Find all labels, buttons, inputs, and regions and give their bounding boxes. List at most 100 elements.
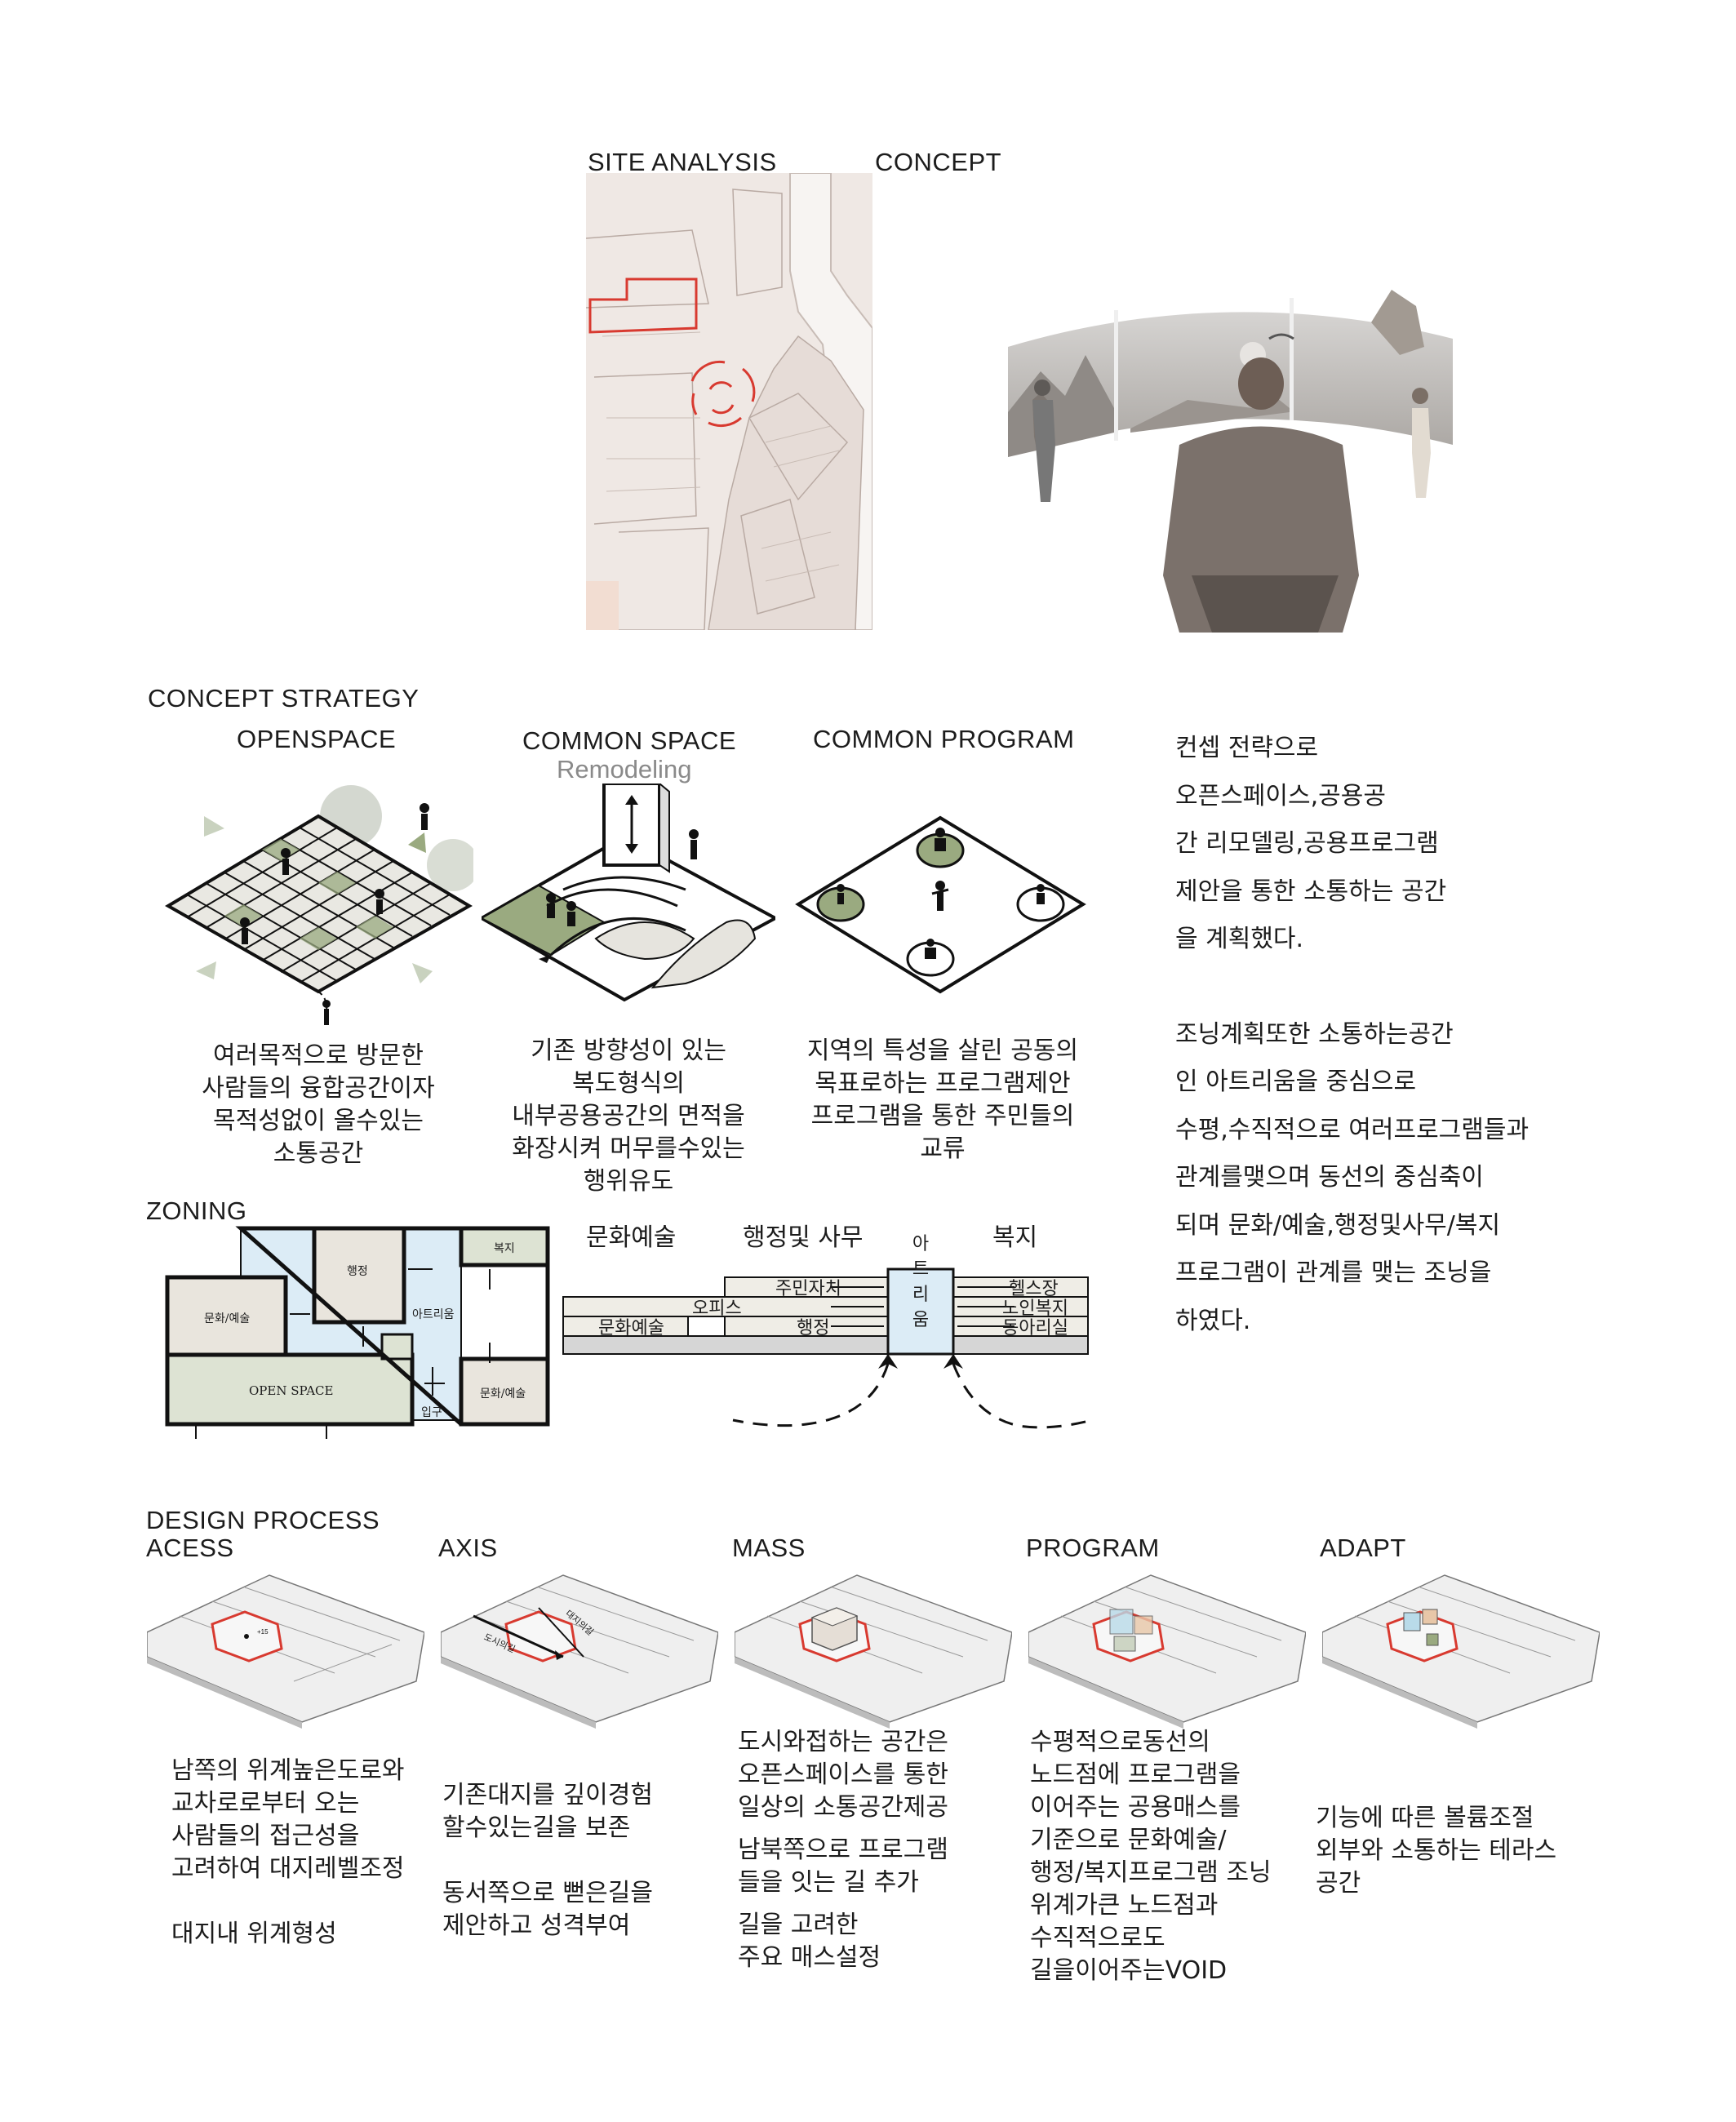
mass-text: 도시와접하는 공간은 오픈스페이스를 통한 일상의 소통공간제공 남북쪽으로 프… bbox=[738, 1726, 948, 1974]
text-line: 고려하여 대지레벨조정 bbox=[171, 1854, 405, 1883]
caption-line: 내부공용공간의 면적을 bbox=[512, 1102, 745, 1130]
caption-line: 프로그램을 통한 주민들의 bbox=[810, 1102, 1075, 1130]
text-line: 대지내 위계형성 bbox=[171, 1920, 337, 1948]
axis-diagram: 도시의길 대지의길 bbox=[441, 1559, 718, 1730]
site-analysis-map bbox=[586, 173, 872, 630]
section-atrium-label: 아 트 리 움 bbox=[911, 1232, 930, 1333]
paragraph-line: 오픈스페이스,공용공 bbox=[1175, 781, 1386, 810]
text-line bbox=[442, 1845, 653, 1877]
text-line: 남북쪽으로 프로그램 bbox=[738, 1836, 948, 1864]
paragraph-line: 프로그램이 관계를 맺는 조닝을 bbox=[1175, 1259, 1492, 1287]
caption-line: 복도형식의 bbox=[572, 1069, 685, 1098]
zone-entrance: 입구 bbox=[421, 1406, 442, 1419]
text-line: 공간 bbox=[1316, 1869, 1361, 1898]
openspace-title: OPENSPACE bbox=[237, 725, 397, 753]
step-title-axis: AXIS bbox=[438, 1534, 498, 1562]
acess-text: 남쪽의 위계높은도로와 교차로로부터 오는 사람들의 접근성을 고려하여 대지레… bbox=[171, 1755, 405, 1951]
text-line: 제안하고 성격부여 bbox=[442, 1911, 631, 1940]
atrium-char: 아 bbox=[912, 1234, 930, 1254]
section-health: 헬스장 bbox=[1009, 1279, 1059, 1299]
text-line: 이어주는 공용매스를 bbox=[1030, 1793, 1241, 1822]
common-space-diagram bbox=[482, 784, 775, 1028]
text-line: 수평적으로동선의 bbox=[1030, 1728, 1210, 1756]
caption-line: 여러목적으로 방문한 bbox=[213, 1041, 424, 1070]
section-office: 오피스 bbox=[692, 1299, 742, 1319]
openspace-caption: 여러목적으로 방문한 사람들의 융합공간이자 목적성없이 올수있는 소통공간 bbox=[180, 1040, 457, 1170]
text-line: 일상의 소통공간제공 bbox=[738, 1793, 948, 1822]
adapt-text: 기능에 따른 볼륨조절 외부와 소통하는 테라스 공간 bbox=[1316, 1802, 1556, 1900]
text-line: 오픈스페이스를 통한 bbox=[738, 1760, 948, 1789]
text-line: 남쪽의 위계높은도로와 bbox=[171, 1756, 405, 1785]
zone-welfare: 복지 bbox=[494, 1242, 515, 1255]
strategy-description: 컨셉 전략으로 오픈스페이스,공용공 간 리모델링,공용프로그램 제안을 통한 … bbox=[1175, 725, 1529, 1345]
design-process-title: DESIGN PROCESS bbox=[146, 1506, 380, 1534]
text-line: 교차로로부터 오는 bbox=[171, 1789, 360, 1818]
text-line: 들을 잇는 길 추가 bbox=[738, 1868, 919, 1897]
site-analysis-title: SITE ANALYSIS bbox=[588, 148, 777, 176]
zoning-plan: 행정 복지 문화/예술 아트리움 OPEN SPACE 문화/예술 입구 bbox=[163, 1220, 551, 1439]
text-line: 길을이어주는VOID bbox=[1030, 1956, 1228, 1985]
paragraph-line: 제안을 통한 소통하는 공간 bbox=[1175, 877, 1447, 906]
svg-text:+15: +15 bbox=[257, 1628, 269, 1636]
atrium-char: 움 bbox=[912, 1310, 930, 1330]
paragraph-line: 컨셉 전략으로 bbox=[1175, 734, 1319, 762]
text-line: 동서쪽으로 뻗은길을 bbox=[442, 1879, 653, 1907]
common-program-diagram bbox=[792, 784, 1090, 1028]
acess-diagram: +15 bbox=[147, 1559, 424, 1730]
zone-culture-art-right: 문화/예술 bbox=[480, 1387, 526, 1401]
text-line: 수직적으로도 bbox=[1030, 1924, 1165, 1952]
text-line: 노드점에 프로그램을 bbox=[1030, 1760, 1241, 1789]
caption-line: 행위유도 bbox=[583, 1167, 674, 1196]
zone-admin: 행정 bbox=[347, 1265, 368, 1278]
adapt-diagram bbox=[1322, 1559, 1600, 1730]
step-title-program: PROGRAM bbox=[1026, 1534, 1160, 1562]
text-line: 길을 고려한 bbox=[738, 1911, 859, 1939]
common-program-caption: 지역의 특성을 살린 공동의 목표로하는 프로그램제안 프로그램을 통한 주민들… bbox=[784, 1035, 1102, 1165]
caption-line: 목표로하는 프로그램제안 bbox=[815, 1069, 1071, 1098]
section-col-culture: 문화예술 bbox=[586, 1223, 677, 1252]
section-elderly: 노인복지 bbox=[1002, 1299, 1068, 1319]
program-text: 수평적으로동선의 노드점에 프로그램을 이어주는 공용매스를 기준으로 문화예술… bbox=[1030, 1726, 1272, 1987]
text-line: 도시와접하는 공간은 bbox=[738, 1728, 948, 1756]
zone-open-space: OPEN SPACE bbox=[249, 1383, 334, 1398]
program-diagram bbox=[1028, 1559, 1306, 1730]
paragraph-line: 간 리모델링,공용프로그램 bbox=[1175, 829, 1439, 858]
section-admin: 행정 bbox=[797, 1318, 830, 1338]
caption-line: 지역의 특성을 살린 공동의 bbox=[806, 1037, 1079, 1065]
paragraph-line: 인 아트리움을 중심으로 bbox=[1175, 1068, 1417, 1096]
common-space-title: COMMON SPACE bbox=[522, 726, 737, 755]
common-space-subtitle: Remodeling bbox=[557, 755, 692, 784]
text-line: 사람들의 접근성을 bbox=[171, 1822, 360, 1850]
paragraph-line: 수평,수직적으로 여러프로그램들과 bbox=[1175, 1115, 1530, 1144]
caption-line: 소통공간 bbox=[273, 1139, 364, 1168]
zone-atrium: 아트리움 bbox=[412, 1308, 455, 1321]
caption-line: 교류 bbox=[920, 1134, 966, 1163]
paragraph-line: 되며 문화/예술,행정및사무/복지 bbox=[1175, 1210, 1501, 1240]
atrium-char: 리 bbox=[912, 1285, 930, 1305]
atrium-char: 트 bbox=[912, 1259, 930, 1280]
text-line: 주요 매스설정 bbox=[738, 1943, 881, 1972]
step-title-adapt: ADAPT bbox=[1320, 1534, 1406, 1562]
paragraph-line: 조닝계획또한 소통하는공간 bbox=[1175, 1019, 1454, 1049]
concept-title: CONCEPT bbox=[875, 148, 1002, 176]
section-resident: 주민자치 bbox=[775, 1279, 841, 1299]
caption-line: 기존 방향성이 있는 bbox=[531, 1037, 726, 1065]
caption-line: 사람들의 융합공간이자 bbox=[202, 1074, 435, 1103]
paragraph-line: 하였다. bbox=[1175, 1306, 1251, 1335]
paragraph-line: 관계를맺으며 동선의 중심축이 bbox=[1175, 1163, 1484, 1192]
text-line: 외부와 소통하는 테라스 bbox=[1316, 1836, 1557, 1865]
section-col-welfare: 복지 bbox=[992, 1223, 1038, 1252]
caption-line: 화장시켜 머무를수있는 bbox=[512, 1134, 745, 1163]
step-title-mass: MASS bbox=[732, 1534, 806, 1562]
text-line: 위계가큰 노드점과 bbox=[1030, 1891, 1219, 1920]
zone-culture-art-left: 문화/예술 bbox=[204, 1312, 251, 1325]
common-space-caption: 기존 방향성이 있는 복도형식의 내부공용공간의 면적을 화장시켜 머무를수있는… bbox=[486, 1035, 771, 1198]
step-title-acess: ACESS bbox=[146, 1534, 234, 1562]
text-line: 기준으로 문화예술/ bbox=[1030, 1826, 1227, 1854]
mass-diagram bbox=[735, 1559, 1012, 1730]
zoning-title: ZONING bbox=[146, 1196, 247, 1225]
openspace-diagram bbox=[163, 784, 473, 1037]
text-line: 기존대지를 깊이경험 bbox=[442, 1781, 653, 1809]
text-line bbox=[171, 1885, 405, 1918]
common-program-title: COMMON PROGRAM bbox=[813, 725, 1075, 753]
